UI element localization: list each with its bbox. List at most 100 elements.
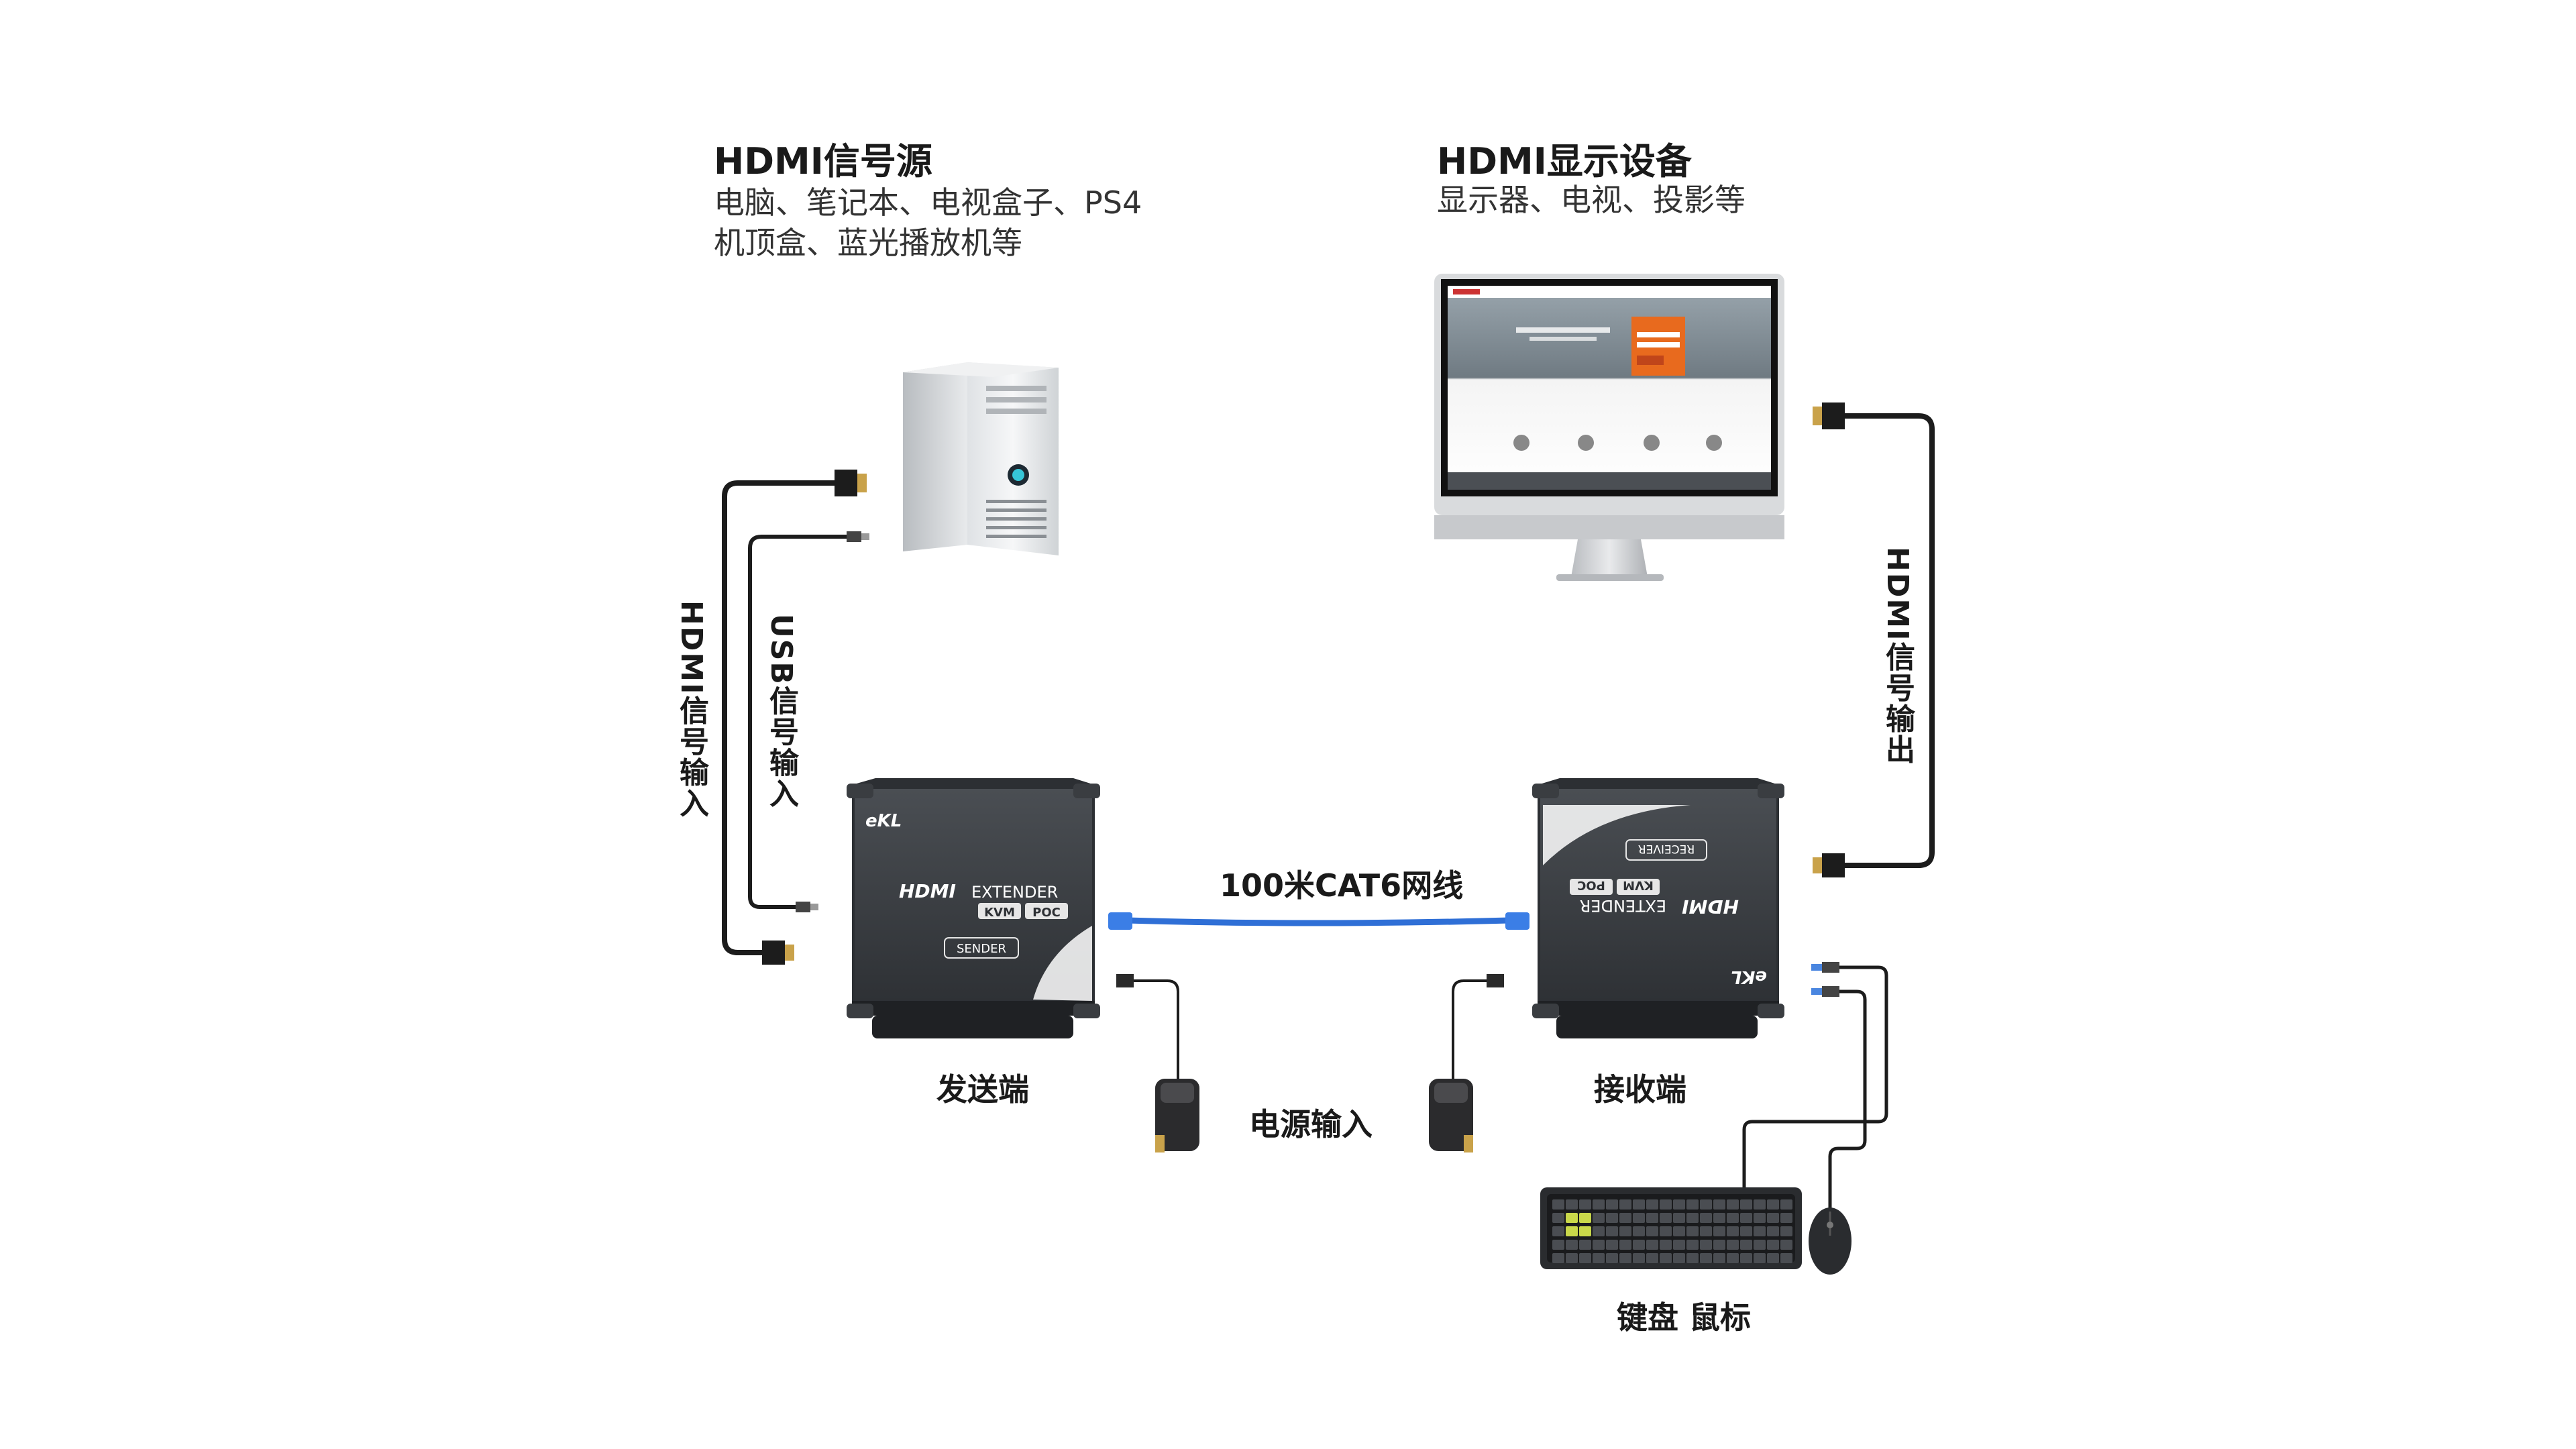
power-input-label: 电源输入: [1249, 1106, 1373, 1142]
keyboard-icon: [1540, 1187, 1802, 1269]
keyboard-key: [1713, 1213, 1725, 1223]
keyboard-key: [1686, 1226, 1699, 1236]
keyboard-key: [1767, 1213, 1779, 1223]
keyboard-key: [1552, 1199, 1564, 1210]
keyboard-key: [1633, 1226, 1645, 1236]
keyboard-key: [1633, 1199, 1645, 1210]
keyboard-key: [1552, 1253, 1564, 1263]
keyboard-key: [1593, 1253, 1605, 1263]
receiver-model-hdmi: HDMI: [1682, 896, 1739, 918]
keyboard-key: [1660, 1240, 1672, 1250]
keyboard-key: [1606, 1253, 1618, 1263]
keyboard-key: [1619, 1240, 1631, 1250]
keyboard-key: [1660, 1253, 1672, 1263]
keyboard-key: [1673, 1199, 1685, 1210]
sender-label: 发送端: [936, 1071, 1029, 1108]
hdmi-input-cable: [722, 480, 847, 955]
network-cable: [1108, 912, 1529, 930]
keyboard-key: [1740, 1253, 1752, 1263]
keyboard-key: [1633, 1253, 1645, 1263]
keyboard-key: [1727, 1240, 1739, 1250]
keyboard-key: [1593, 1240, 1605, 1250]
keyboard-key: [1660, 1226, 1672, 1236]
keyboard-key: [1700, 1199, 1712, 1210]
receiver-labels: eKL HDMI EXTENDER KVM POC RECEIVER: [1570, 839, 1767, 987]
receiver-label: 接收端: [1594, 1071, 1686, 1108]
sender-device: [847, 778, 1100, 1038]
keyboard-key: [1566, 1253, 1578, 1263]
keyboard-key: [1727, 1226, 1739, 1236]
keyboard-key: [1713, 1253, 1725, 1263]
keyboard-key: [1673, 1213, 1685, 1223]
keyboard-key: [1579, 1240, 1591, 1250]
keyboard-key: [1686, 1213, 1699, 1223]
usb-peripheral-cables: [1742, 965, 1888, 1223]
keyboard-key: [1740, 1213, 1752, 1223]
keyboard-key: [1633, 1240, 1645, 1250]
keyboard-key: [1780, 1226, 1792, 1236]
keyboard-key: [1727, 1213, 1739, 1223]
receiver-tag-kvm: KVM: [1623, 878, 1654, 892]
sender-tag-poc: POC: [1032, 906, 1061, 920]
keyboard-key: [1566, 1226, 1578, 1236]
display-desc: 显示器、电视、投影等: [1437, 182, 1746, 218]
receiver-role: RECEIVER: [1638, 842, 1695, 855]
keyboard-key: [1673, 1240, 1685, 1250]
keyboard-key: [1646, 1199, 1658, 1210]
keyboard-key: [1754, 1226, 1766, 1236]
pc-tower-icon: [903, 362, 1059, 555]
keyboard-key: [1646, 1226, 1658, 1236]
receiver-model-extender: EXTENDER: [1580, 896, 1666, 915]
keyboard-key: [1673, 1253, 1685, 1263]
keyboard-key: [1593, 1226, 1605, 1236]
keyboard-key: [1754, 1253, 1766, 1263]
keyboard-key: [1552, 1213, 1564, 1223]
keyboard-key: [1606, 1213, 1618, 1223]
source-desc-line2: 机顶盒、蓝光播放机等: [714, 225, 1022, 261]
keyboard-key: [1606, 1240, 1618, 1250]
keyboard-key: [1552, 1240, 1564, 1250]
keyboard-key: [1700, 1253, 1712, 1263]
keyboard-key: [1579, 1226, 1591, 1236]
keyboard-key: [1646, 1253, 1658, 1263]
source-title: HDMI信号源: [714, 140, 932, 182]
keyboard-key: [1619, 1199, 1631, 1210]
peripherals-label: 键盘 鼠标: [1617, 1299, 1752, 1336]
keyboard-key: [1660, 1199, 1672, 1210]
hdmi-input-label: HDMI信号输入: [674, 600, 708, 819]
network-cable-label: 100米CAT6网线: [1220, 867, 1464, 904]
keyboard-key: [1646, 1240, 1658, 1250]
sender-model-hdmi: HDMI: [899, 880, 956, 902]
keyboard-key: [1633, 1213, 1645, 1223]
keyboard-key: [1767, 1226, 1779, 1236]
receiver-device: [1532, 778, 1784, 1038]
usb-input-cable: [748, 535, 853, 909]
sender-labels: eKL HDMI EXTENDER KVM POC SENDER: [865, 811, 1068, 959]
keyboard-key: [1552, 1226, 1564, 1236]
keyboard-key: [1579, 1253, 1591, 1263]
power-cables: [1130, 979, 1491, 1083]
keyboard-key: [1606, 1226, 1618, 1236]
hdmi-connector-icons: [762, 402, 1845, 965]
keyboard-key: [1754, 1199, 1766, 1210]
keyboard-key: [1646, 1213, 1658, 1223]
hdmi-output-cable: [1835, 413, 1935, 868]
keyboard-key: [1606, 1199, 1618, 1210]
keyboard-key: [1700, 1240, 1712, 1250]
keyboard-key: [1700, 1213, 1712, 1223]
sender-role: SENDER: [957, 942, 1006, 956]
keyboard-key: [1740, 1226, 1752, 1236]
keyboard-key: [1593, 1213, 1605, 1223]
keyboard-key: [1660, 1213, 1672, 1223]
keyboard-key: [1740, 1199, 1752, 1210]
keyboard-key: [1700, 1226, 1712, 1236]
keyboard-key: [1619, 1213, 1631, 1223]
keyboard-key: [1619, 1226, 1631, 1236]
power-adapter-left-icon: [1155, 1079, 1199, 1152]
hdmi-output-label: HDMI信号输出: [1880, 547, 1915, 765]
sender-tag-kvm: KVM: [984, 906, 1015, 920]
keyboard-key: [1566, 1213, 1578, 1223]
keyboard-key: [1780, 1213, 1792, 1223]
usb-input-label: USB信号输入: [764, 614, 798, 809]
